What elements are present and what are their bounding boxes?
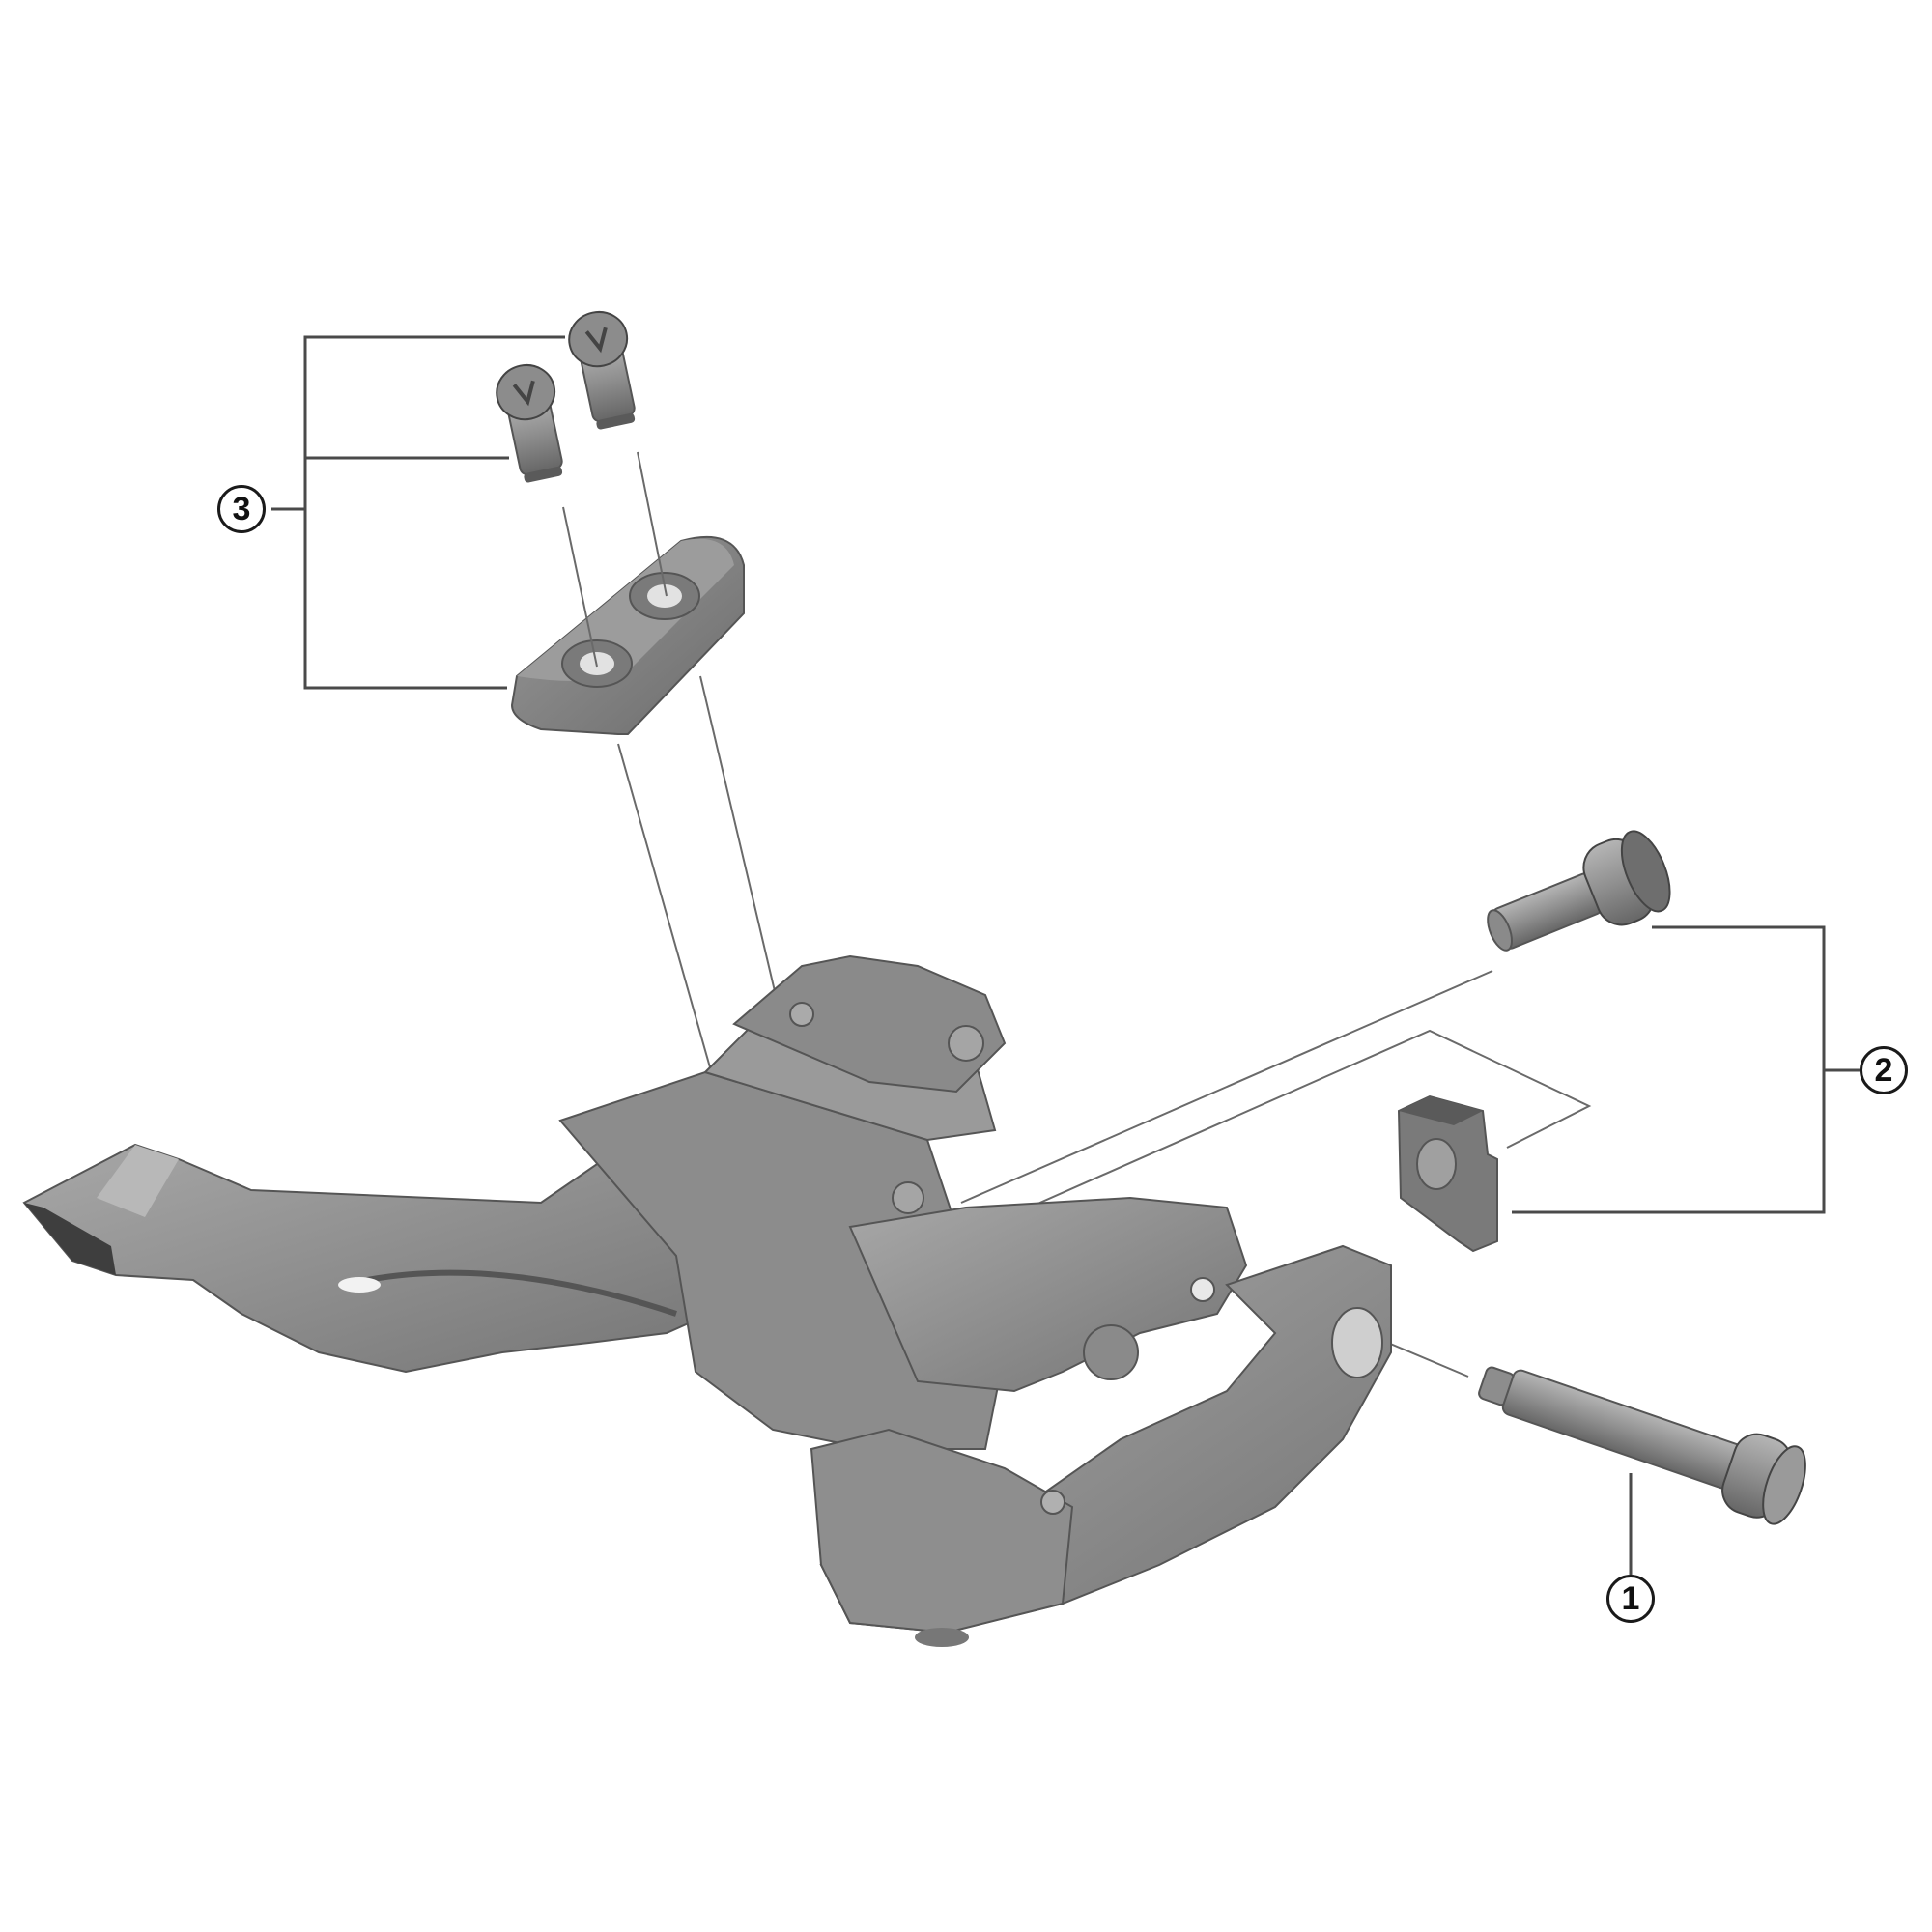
square-nut xyxy=(1397,1094,1498,1253)
callout-3-leader xyxy=(271,335,565,690)
mounting-plate xyxy=(510,535,745,735)
callout-2: 2 xyxy=(1860,1046,1908,1094)
assembly-guide-lines xyxy=(562,451,1592,1378)
callout-3: 3 xyxy=(217,485,266,533)
adjust-screw-left xyxy=(496,363,563,483)
callout-1: 1 xyxy=(1606,1575,1655,1623)
callout-2-leader xyxy=(1512,925,1860,1214)
fixing-bolt xyxy=(1487,830,1671,952)
derailleur-body xyxy=(22,954,1392,1647)
clamp-bolt xyxy=(1478,1366,1806,1525)
adjust-screw-right xyxy=(568,310,636,430)
